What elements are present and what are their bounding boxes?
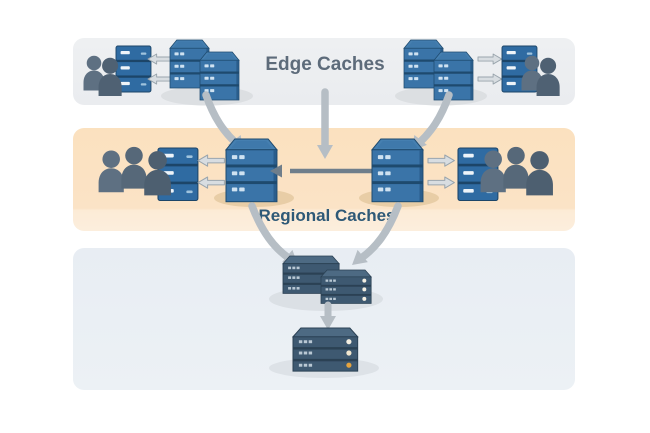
flow-arrow-cluster-to-origin [320, 301, 336, 330]
origin-server-cluster-icon [269, 255, 383, 311]
flow-arrow-edge-to-regional-center [317, 88, 333, 159]
flow-arrow-regional-to-origin-right [346, 202, 402, 272]
regional-users-left-icon [99, 147, 171, 196]
regional-cache-right-icon [359, 138, 439, 207]
regional-tier-band [73, 128, 575, 231]
origin-server-icon [269, 327, 379, 378]
regional-cache-left-icon [214, 138, 294, 207]
regional-users-right-icon [481, 147, 553, 196]
edge-tier-label: Edge Caches [265, 54, 384, 75]
regional-tier-label: Regional Caches [259, 206, 396, 225]
flow-arrow-edge-to-regional-right [405, 91, 453, 156]
regional-sync-double-arrow [270, 164, 404, 178]
flow-arrow-regional-to-origin-left [248, 202, 304, 272]
flow-arrow-edge-to-regional-left [202, 91, 250, 156]
edge-cache-pair-right-icon [395, 39, 487, 106]
